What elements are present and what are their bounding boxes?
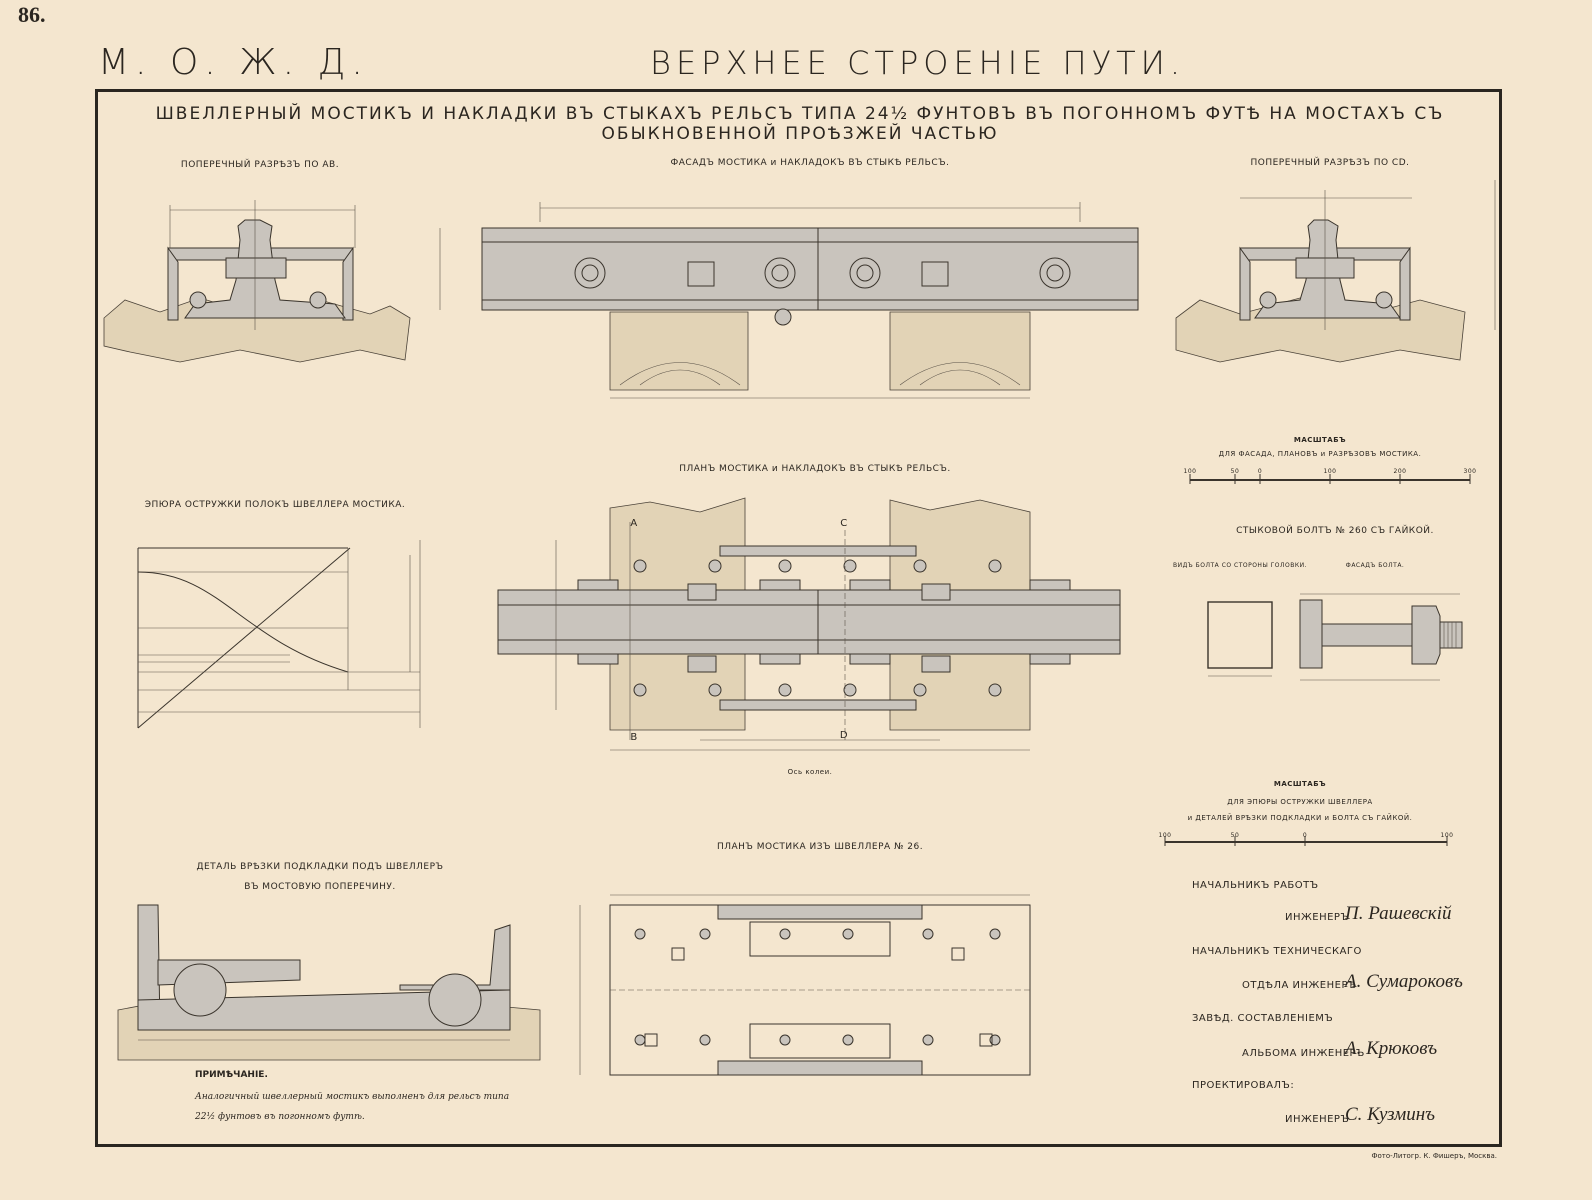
scale1-title: МАСШТАБЪ <box>1293 436 1347 444</box>
chief-tech-label: НАЧАЛЬНИКЪ ТЕХНИЧЕСКАГО <box>1192 946 1362 957</box>
section-cd-drawing <box>1175 180 1496 363</box>
caption-section-cd: ПОПЕРЕЧНЫЙ РАЗРѢЗЪ ПО CD. <box>1250 158 1410 168</box>
caption-bolt-head-view: ВИДЪ БОЛТА СО СТОРОНЫ ГОЛОВКИ. <box>1172 562 1308 569</box>
organization-title: М. О. Ж. Д. <box>98 42 369 83</box>
scale1-tick-label: 200 <box>1393 468 1407 475</box>
scale2-line1: ДЛЯ ЭПЮРЫ ОСТРУЖКИ ШВЕЛЛЕРА <box>1227 798 1373 806</box>
scale2-tick-label: 100 <box>1440 832 1454 839</box>
caption-section-ab: ПОПЕРЕЧНЫЙ РАЗРѢЗЪ ПО АВ. <box>180 160 340 170</box>
scale1-bar <box>1189 474 1471 484</box>
note-line2: 22½ фунтовъ въ погонномъ футѣ. <box>195 1112 365 1122</box>
plan-channel-drawing <box>579 894 1031 1076</box>
point-b-label: B <box>630 732 638 743</box>
sheet-title: ВЕРХНЕЕ СТРОЕНІЕ ПУТИ. <box>650 44 1185 82</box>
chief-works-label: НАЧАЛЬНИКЪ РАБОТЪ <box>1192 880 1319 891</box>
scale1-tick-label: 100 <box>1323 468 1337 475</box>
printer-credit: Фото-Литогр. К. Фишеръ, Москва. <box>1371 1152 1497 1160</box>
scale1-tick-label: 50 <box>1230 468 1240 475</box>
facade-drawing <box>439 202 1139 399</box>
point-a-label: A <box>630 518 638 529</box>
caption-plan-channel: ПЛАНЪ МОСТИКА ИЗЪ ШВЕЛЛЕРА № 26. <box>716 842 924 852</box>
engineer1-label: ИНЖЕНЕРЪ <box>1285 912 1350 923</box>
scale2-tick-label: 0 <box>1302 832 1308 839</box>
caption-bolt-facade: ФАСАДЪ БОЛТА. <box>1345 562 1405 569</box>
scale2-line2: и ДЕТАЛЕЙ ВРѢЗКИ ПОДКЛАДКИ и БОЛТА СЪ ГА… <box>1187 814 1413 822</box>
caption-epura: ЭПЮРА ОСТРУЖКИ ПОЛОКЪ ШВЕЛЛЕРА МОСТИКА. <box>144 500 406 510</box>
drawing-frame <box>95 89 1502 1147</box>
scale2-bar <box>1164 836 1448 846</box>
caption-detail-line1: ДЕТАЛЬ ВРѢЗКИ ПОДКЛАДКИ ПОДЪ ШВЕЛЛЕРЪ <box>196 862 444 872</box>
scale1-text: ДЛЯ ФАСАДА, ПЛАНОВЪ и РАЗРѢЗОВЪ МОСТИКА. <box>1218 450 1422 458</box>
caption-axis-track: Ось колеи. <box>787 768 833 776</box>
caption-detail-line2: ВЪ МОСТОВУЮ ПОПЕРЕЧИНУ. <box>244 882 396 892</box>
epura-drawing <box>137 540 421 729</box>
scale1-tick-label: 300 <box>1463 468 1477 475</box>
detail-notch-drawing <box>117 904 541 1061</box>
note-line1: Аналогичный швеллерный мостикъ выполненъ… <box>195 1092 510 1102</box>
album-engineer-label: АЛЬБОМА ИНЖЕНЕРЪ <box>1242 1048 1365 1059</box>
note-title: ПРИМѢЧАНІЕ. <box>195 1070 268 1080</box>
engineer4-label: ИНЖЕНЕРЪ <box>1285 1114 1350 1125</box>
plan-joint-drawing <box>497 497 1121 751</box>
scale1-tick-label: 100 <box>1183 468 1197 475</box>
caption-facade: ФАСАДЪ МОСТИКА и НАКЛАДОКЪ ВЪ СТЫКѢ РЕЛЬ… <box>670 158 950 168</box>
sheet-subtitle: ШВЕЛЛЕРНЫЙ МОСТИКЪ И НАКЛАДКИ ВЪ СТЫКАХЪ… <box>155 104 1445 144</box>
scale2-tick-label: 100 <box>1158 832 1172 839</box>
page-number: 86. <box>18 2 46 27</box>
engineer3-name: А. Крюковъ <box>1345 1038 1438 1059</box>
engineer1-name: П. Рашевскій <box>1345 903 1452 924</box>
section-ab-drawing <box>103 200 411 363</box>
scale2-tick-label: 50 <box>1230 832 1240 839</box>
point-d-label: D <box>839 730 849 741</box>
dept-engineer-label: ОТДѢЛА ИНЖЕНЕРЪ <box>1242 980 1357 991</box>
scale1-tick-label: 0 <box>1257 468 1263 475</box>
scale2-title: МАСШТАБЪ <box>1273 780 1327 788</box>
designed-label: ПРОЕКТИРОВАЛЪ: <box>1192 1080 1295 1091</box>
caption-bolt: СТЫКОВОЙ БОЛТЪ № 260 СЪ ГАЙКОЙ. <box>1236 526 1434 536</box>
point-c-label: C <box>840 518 848 529</box>
engineer4-name: С. Кузминъ <box>1345 1104 1436 1125</box>
engineer2-name: А. Сумароковъ <box>1345 971 1463 992</box>
album-head-label: ЗАВѢД. СОСТАВЛЕНІЕМЪ <box>1192 1013 1334 1024</box>
caption-plan-joint: ПЛАНЪ МОСТИКА и НАКЛАДОКЪ ВЪ СТЫКѢ РЕЛЬС… <box>679 464 951 474</box>
bolt-drawings <box>1207 593 1463 681</box>
